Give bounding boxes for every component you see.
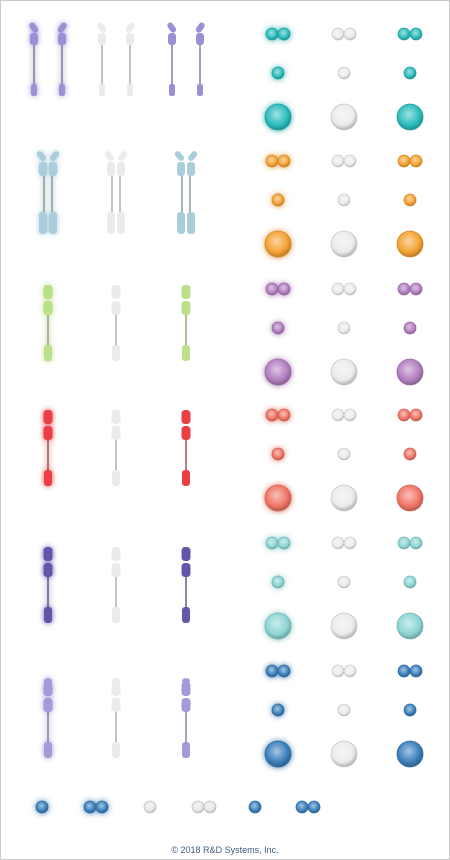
receptor-red-plain — [181, 410, 191, 486]
ligand-purple-large-plain — [396, 358, 424, 386]
receptor-green-glow — [43, 285, 53, 361]
receptor-purple-y-plain — [167, 22, 205, 96]
ligand-orange-large-glow — [264, 230, 292, 258]
ligand-purple-monomer-glow — [271, 321, 285, 335]
ligand-purple-dimer-faded — [331, 282, 357, 296]
ligand-teal-large-plain — [396, 103, 424, 131]
ligand-teal-dimer-faded — [331, 27, 357, 41]
copyright-text: © 2018 R&D Systems, Inc. — [171, 845, 279, 855]
ligand-purple-dimer-glow — [265, 282, 291, 296]
receptor-indigo-plain — [181, 547, 191, 623]
ligand-blue-monomer-glow — [271, 703, 285, 717]
receptor-lavender-plain — [181, 678, 191, 758]
ligand-salmon-monomer-faded — [337, 447, 351, 461]
receptor-lightblue-y-faded — [104, 151, 128, 234]
receptor-red-glow — [43, 410, 53, 486]
ligand-aqua-dimer-faded — [331, 536, 357, 550]
ligand-blue-dimer-plain — [397, 664, 423, 678]
receptor-purple-y-glow — [29, 22, 67, 96]
legend-double-glow — [83, 800, 109, 814]
ligand-salmon-large-faded — [330, 484, 358, 512]
ligand-salmon-dimer-faded — [331, 408, 357, 422]
ligand-purple-monomer-plain — [403, 321, 417, 335]
ligand-aqua-dimer-plain — [397, 536, 423, 550]
ligand-salmon-monomer-glow — [271, 447, 285, 461]
receptor-lightblue-y-plain — [174, 151, 198, 234]
receptor-indigo-faded — [111, 547, 121, 623]
receptor-red-faded — [111, 410, 121, 486]
ligand-purple-dimer-plain — [397, 282, 423, 296]
ligand-teal-monomer-plain — [403, 66, 417, 80]
ligand-aqua-large-plain — [396, 612, 424, 640]
receptor-green-plain — [181, 285, 191, 361]
ligand-teal-large-faded — [330, 103, 358, 131]
ligand-teal-monomer-faded — [337, 66, 351, 80]
ligand-teal-monomer-glow — [271, 66, 285, 80]
ligand-aqua-dimer-glow — [265, 536, 291, 550]
legend-single-plain — [248, 800, 262, 814]
ligand-orange-large-plain — [396, 230, 424, 258]
ligand-orange-dimer-faded — [331, 154, 357, 168]
ligand-orange-dimer-plain — [397, 154, 423, 168]
ligand-aqua-monomer-glow — [271, 575, 285, 589]
ligand-blue-monomer-faded — [337, 703, 351, 717]
ligand-blue-monomer-plain — [403, 703, 417, 717]
ligand-orange-monomer-faded — [337, 193, 351, 207]
receptor-indigo-glow — [43, 547, 53, 623]
ligand-orange-large-faded — [330, 230, 358, 258]
ligand-teal-dimer-plain — [397, 27, 423, 41]
ligand-blue-large-plain — [396, 740, 424, 768]
ligand-orange-monomer-plain — [403, 193, 417, 207]
legend-single-faded — [143, 800, 157, 814]
legend-double-plain — [295, 800, 321, 814]
ligand-salmon-large-glow — [264, 484, 292, 512]
receptor-green-faded — [111, 285, 121, 361]
ligand-salmon-dimer-plain — [397, 408, 423, 422]
ligand-blue-dimer-faded — [331, 664, 357, 678]
ligand-aqua-large-glow — [264, 612, 292, 640]
ligand-orange-dimer-glow — [265, 154, 291, 168]
ligand-salmon-monomer-plain — [403, 447, 417, 461]
ligand-teal-dimer-glow — [265, 27, 291, 41]
ligand-blue-large-faded — [330, 740, 358, 768]
ligand-teal-large-glow — [264, 103, 292, 131]
legend-double-faded — [191, 800, 217, 814]
receptor-lavender-faded — [111, 678, 121, 758]
legend-single-glow — [35, 800, 49, 814]
ligand-blue-dimer-glow — [265, 664, 291, 678]
ligand-orange-monomer-glow — [271, 193, 285, 207]
ligand-aqua-large-faded — [330, 612, 358, 640]
ligand-purple-monomer-faded — [337, 321, 351, 335]
ligand-purple-large-glow — [264, 358, 292, 386]
ligand-purple-large-faded — [330, 358, 358, 386]
ligand-salmon-dimer-glow — [265, 408, 291, 422]
ligand-aqua-monomer-plain — [403, 575, 417, 589]
receptor-purple-y-faded — [97, 22, 135, 96]
ligand-aqua-monomer-faded — [337, 575, 351, 589]
ligand-salmon-large-plain — [396, 484, 424, 512]
ligand-blue-large-glow — [264, 740, 292, 768]
receptor-lightblue-y-glow — [36, 151, 60, 234]
receptor-lavender-glow — [43, 678, 53, 758]
